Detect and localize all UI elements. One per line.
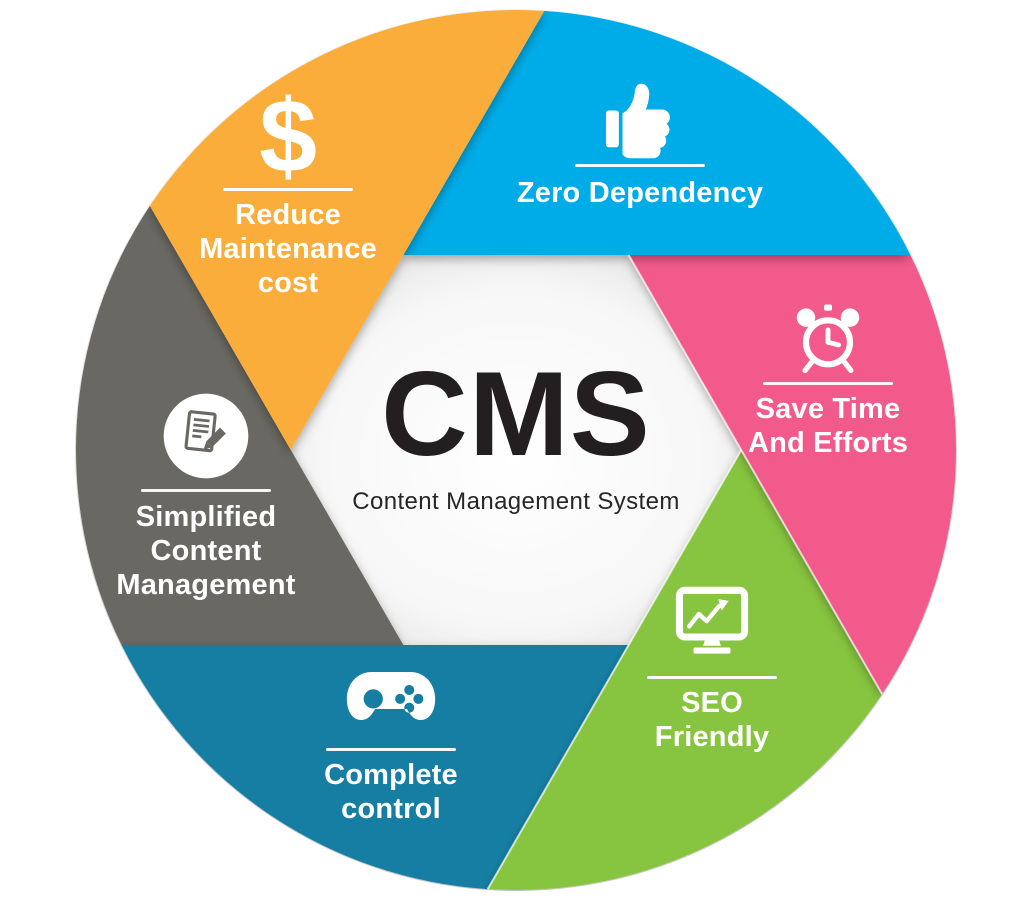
segment-label-line: Content — [150, 535, 262, 567]
label-underline — [647, 676, 777, 679]
segment-reduce-maintenance-cost-shape — [149, 9, 545, 451]
segment-label-line: SEO — [681, 687, 743, 719]
center-subtitle: Content Management System — [352, 488, 680, 515]
segment-label-zero-dependency: Zero Dependency — [470, 176, 810, 210]
segment-label-line: Complete — [324, 759, 458, 791]
segment-label-line: Zero Dependency — [516, 177, 764, 209]
segment-seo-friendly-shape — [487, 450, 883, 891]
label-underline — [141, 489, 271, 492]
segment-label-line: Maintenance — [199, 233, 377, 265]
segment-label-line: Simplified — [135, 501, 277, 533]
segment-complete-control-shape — [121, 645, 629, 890]
segment-label-line: Save Time — [755, 393, 901, 425]
segment-label-line: And Efforts — [747, 427, 909, 459]
segment-seam-line — [486, 449, 743, 890]
segment-label-line: Reduce — [235, 199, 341, 231]
segment-save-time-and-efforts-shape — [628, 255, 956, 695]
segment-label-line: cost — [257, 267, 319, 299]
label-underline — [326, 748, 456, 751]
label-underline — [575, 164, 705, 167]
segment-label-line: Friendly — [654, 721, 770, 753]
label-underline — [763, 382, 893, 385]
center-title: CMS — [381, 347, 651, 481]
segment-label-line: Management — [116, 569, 296, 601]
segment-seams — [486, 254, 883, 890]
segment-label-line: control — [341, 793, 441, 825]
segment-seam-line — [627, 254, 883, 695]
center-hexagon — [290, 255, 742, 645]
label-underline — [223, 188, 353, 191]
